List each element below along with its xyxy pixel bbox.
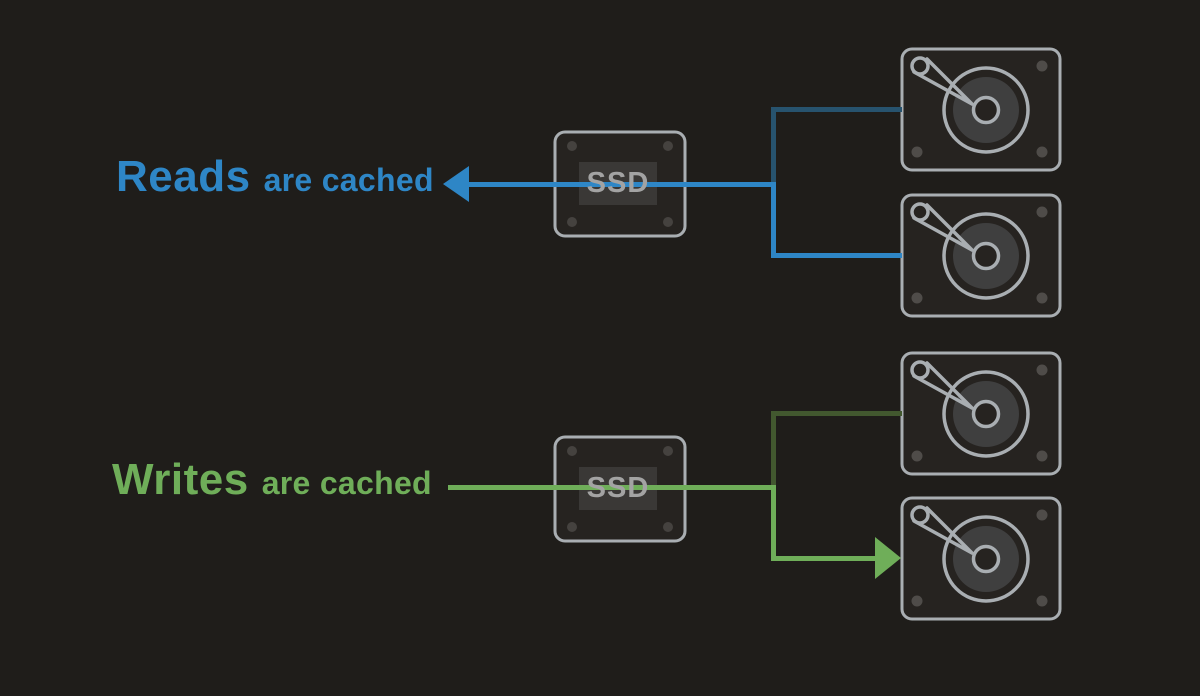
writes-branch-to-disk4 bbox=[771, 556, 876, 561]
writes-arrow-right-icon bbox=[875, 537, 901, 579]
hdd-icon bbox=[900, 47, 1062, 172]
reads-branch-down-vertical bbox=[771, 182, 776, 256]
writes-title: Writes bbox=[112, 455, 249, 504]
writes-label: Writes are cached bbox=[112, 455, 432, 505]
writes-branch-to-disk3 bbox=[771, 411, 902, 416]
writes-main-line bbox=[448, 485, 776, 490]
hdd-icon bbox=[900, 351, 1062, 476]
read-disk-2 bbox=[900, 193, 1062, 318]
hdd-icon bbox=[900, 496, 1062, 621]
reads-label: Reads are cached bbox=[116, 152, 434, 202]
writes-branch-down-vertical bbox=[771, 485, 776, 561]
hdd-icon bbox=[900, 193, 1062, 318]
read-disk-1 bbox=[900, 47, 1062, 172]
writes-branch-up-vertical bbox=[771, 411, 776, 490]
write-disk-2 bbox=[900, 496, 1062, 621]
write-cache-ssd: SSD bbox=[553, 435, 687, 543]
reads-branch-to-disk1 bbox=[771, 107, 902, 112]
reads-title: Reads bbox=[116, 152, 251, 201]
reads-arrow-left-icon bbox=[443, 166, 469, 202]
reads-subtitle: are cached bbox=[263, 162, 434, 198]
ssd-label: SSD bbox=[586, 167, 650, 199]
reads-branch-up-vertical bbox=[771, 107, 776, 184]
read-cache-ssd: SSD bbox=[553, 130, 687, 238]
reads-main-line bbox=[467, 182, 776, 187]
write-disk-1 bbox=[900, 351, 1062, 476]
ssd-label: SSD bbox=[586, 472, 650, 504]
writes-subtitle: are cached bbox=[261, 465, 432, 501]
reads-branch-to-disk2 bbox=[771, 253, 902, 258]
